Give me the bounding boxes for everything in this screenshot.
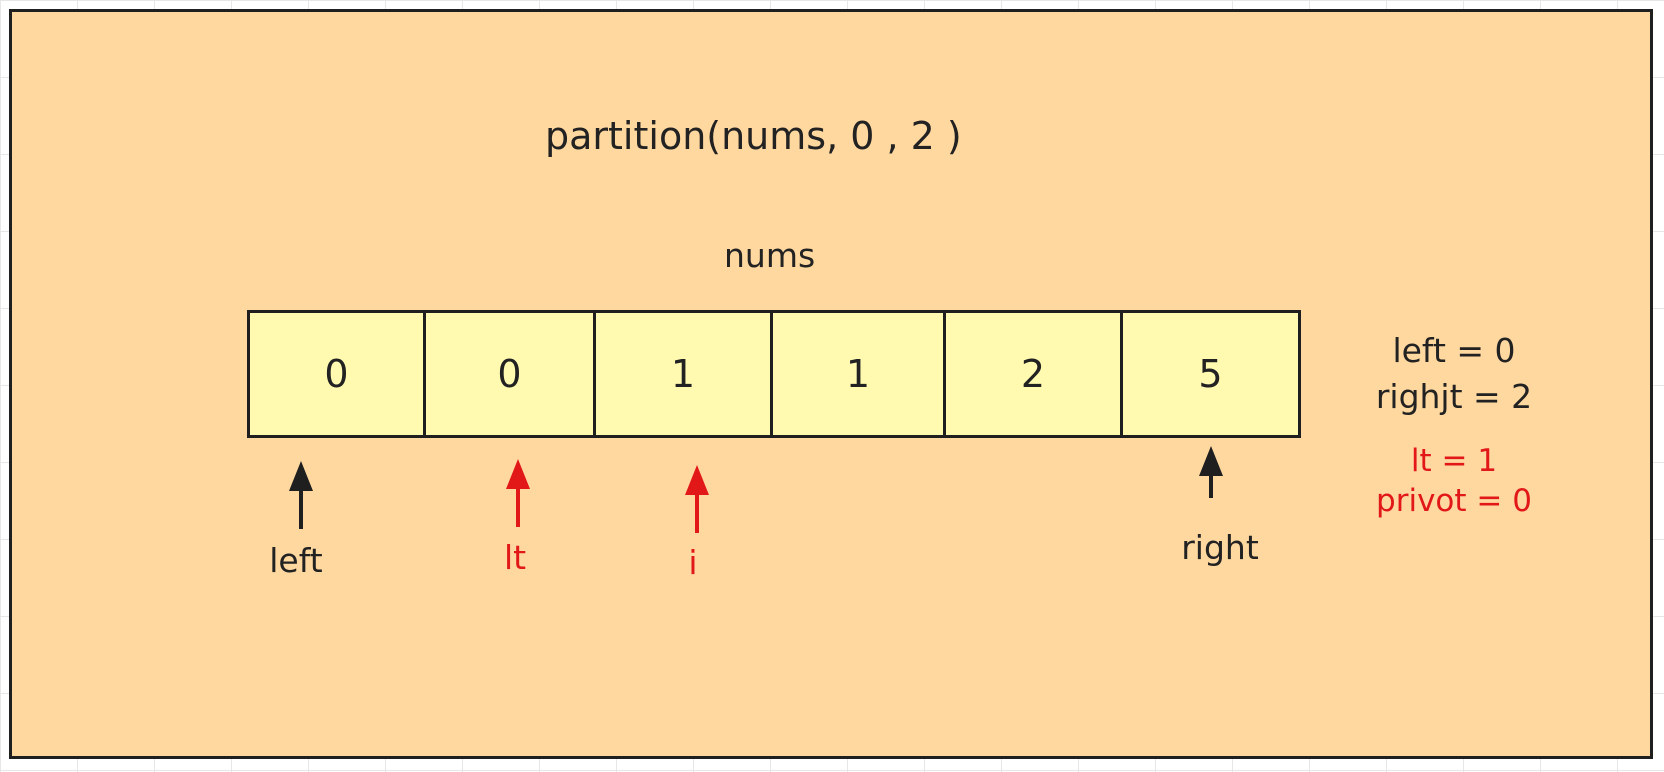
array-cell-5: 5 bbox=[1120, 310, 1301, 438]
array-cell-4: 2 bbox=[943, 310, 1123, 438]
left-pointer-arrow-icon bbox=[286, 461, 316, 529]
array-cell-1: 0 bbox=[423, 310, 596, 438]
array-cell-3: 1 bbox=[770, 310, 946, 438]
diagram-title: partition(nums, 0 , 2 ) bbox=[545, 114, 962, 158]
pointer-label-i: i bbox=[688, 543, 698, 582]
array-cell-2: 1 bbox=[593, 310, 773, 438]
lt-pointer-arrow-icon bbox=[503, 459, 533, 527]
array-cell-0: 0 bbox=[247, 310, 426, 438]
pointer-label-left: left bbox=[269, 541, 323, 580]
right-pointer-arrow-icon bbox=[1196, 446, 1226, 498]
variable-lt: lt = 1 bbox=[1410, 443, 1498, 479]
i-pointer-arrow-icon bbox=[682, 465, 712, 533]
array-label: nums bbox=[724, 236, 816, 275]
pointer-label-lt: lt bbox=[503, 538, 527, 577]
variable-right: righjt = 2 bbox=[1375, 377, 1533, 416]
pointer-label-right: right bbox=[1181, 528, 1259, 567]
variable-left: left = 0 bbox=[1392, 331, 1516, 370]
variable-pivot: privot = 0 bbox=[1376, 483, 1532, 519]
